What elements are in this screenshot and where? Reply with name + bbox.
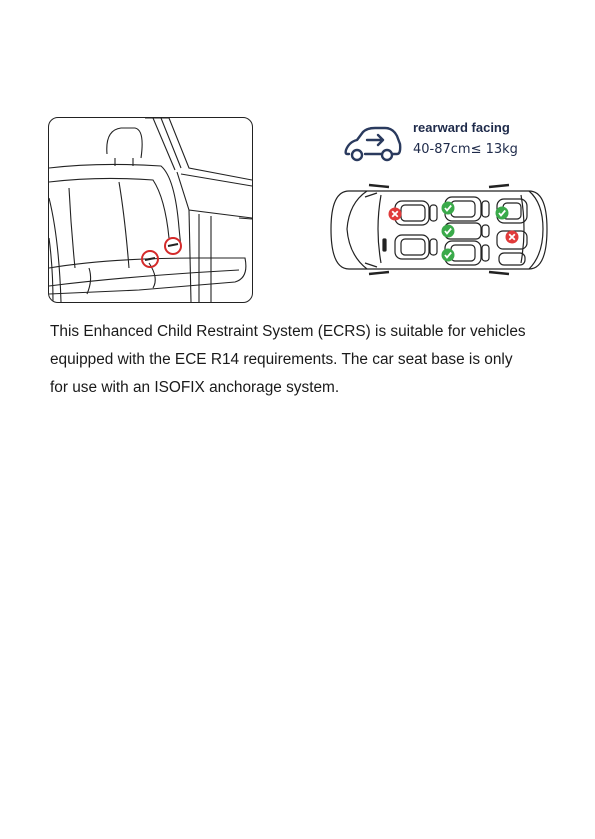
description-line-1: This Enhanced Child Restraint System (EC… <box>50 318 550 346</box>
isofix-anchor-highlights <box>142 238 181 267</box>
check-icon <box>442 225 455 238</box>
isofix-description: This Enhanced Child Restraint System (EC… <box>50 318 550 402</box>
description-line-3: for use with an ISOFIX anchorage system. <box>50 374 550 402</box>
status-markers <box>389 202 519 262</box>
isofix-seat-illustration <box>48 117 253 303</box>
description-line-2: equipped with the ECE R14 requirements. … <box>50 346 550 374</box>
check-icon <box>442 249 455 262</box>
cross-icon <box>389 208 402 221</box>
cross-icon <box>506 231 519 244</box>
front-passenger-seat <box>395 235 437 259</box>
vehicle-seat-compatibility-diagram <box>329 183 549 276</box>
car-top-view <box>329 183 549 276</box>
facing-direction-title: rearward facing <box>413 120 510 135</box>
height-weight-range: 40-87cm≤ 13kg <box>413 142 518 157</box>
check-icon <box>496 207 509 220</box>
car-rearward-arrow-icon <box>343 124 403 162</box>
check-icon <box>442 202 455 215</box>
rearward-facing-info: rearward facing 40-87cm≤ 13kg <box>343 118 543 164</box>
seat-drawing <box>49 118 252 302</box>
